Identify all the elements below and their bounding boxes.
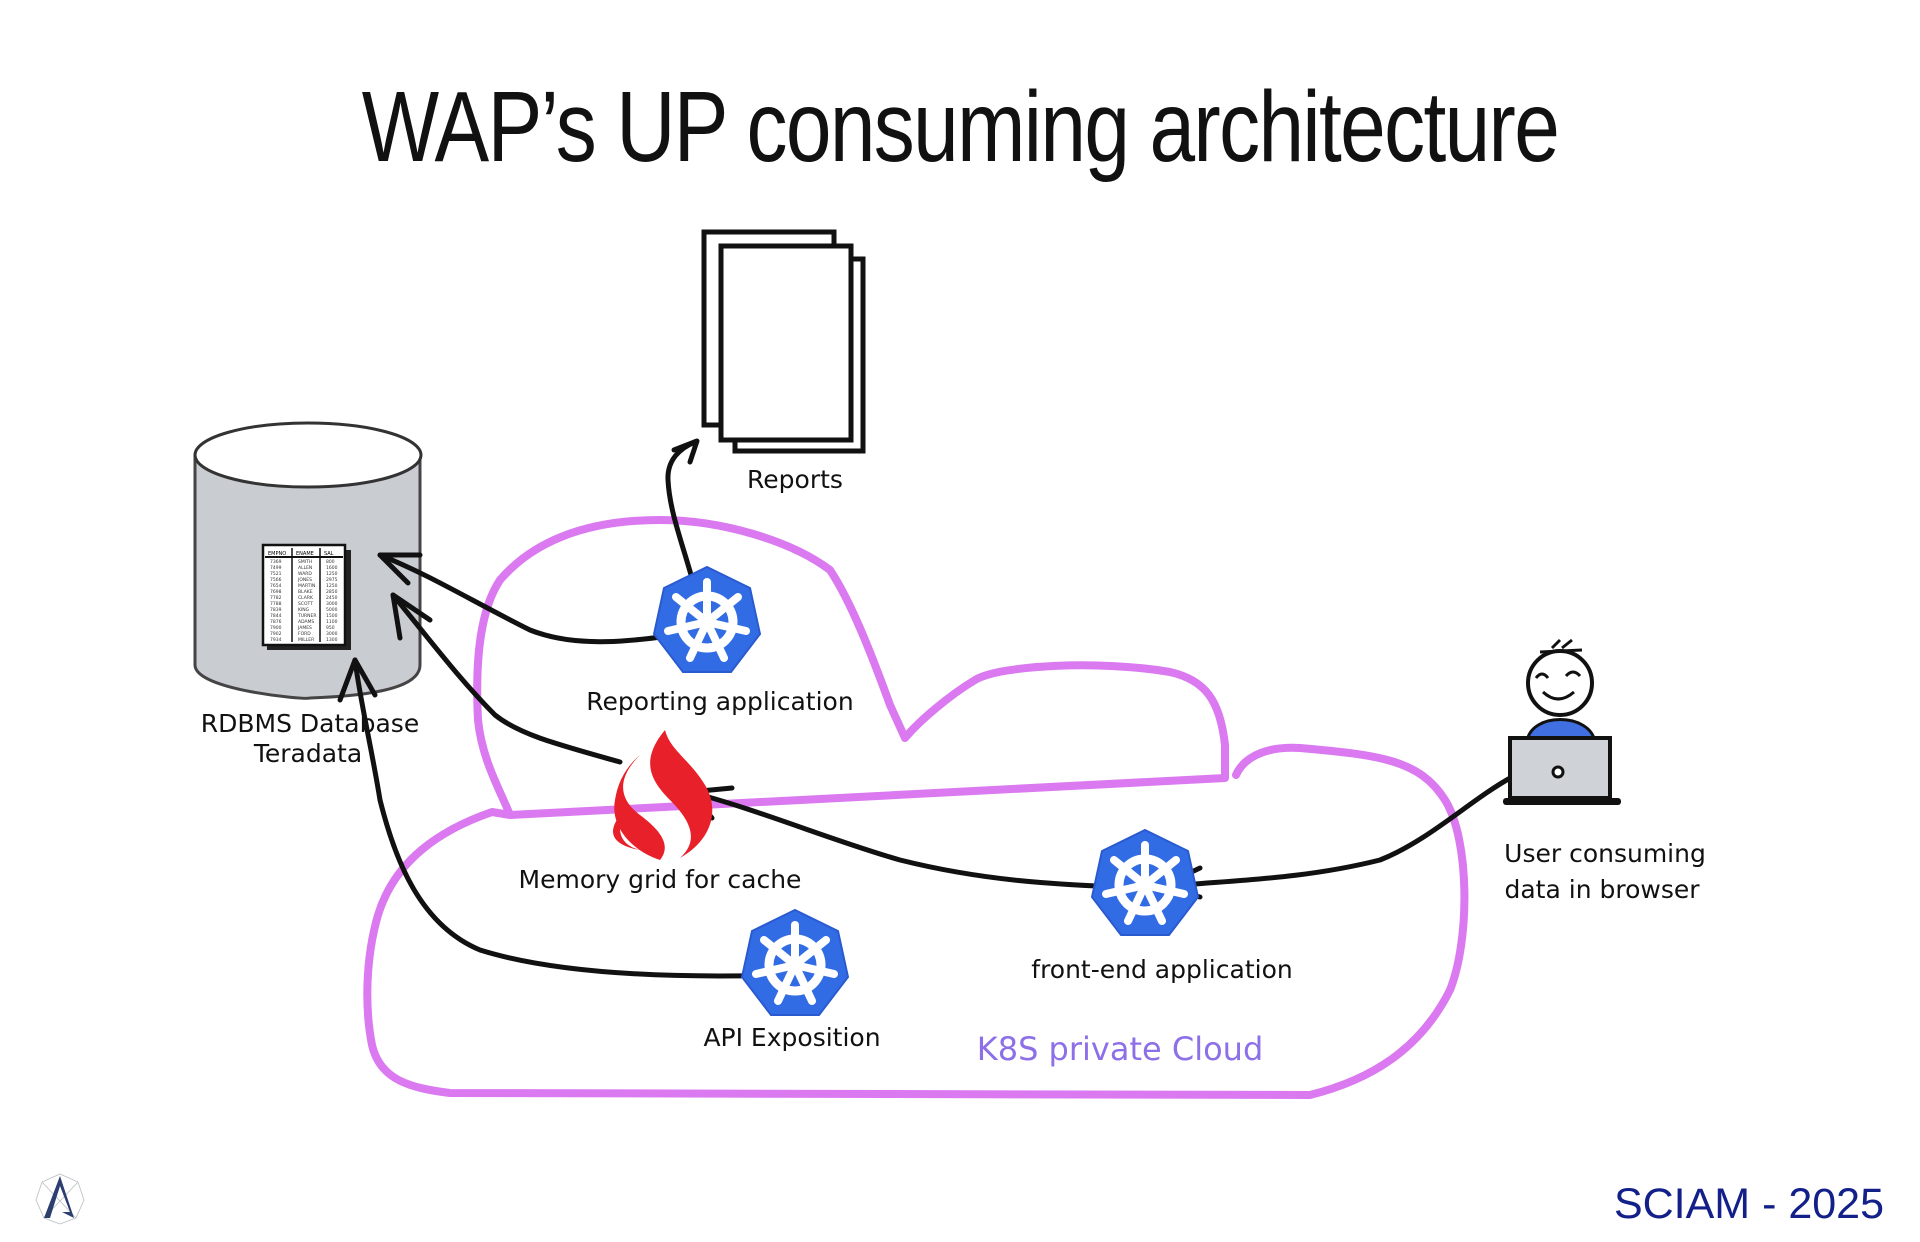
- table-cell: 1500: [326, 613, 338, 619]
- table-cell: 1100: [326, 619, 338, 625]
- user-label: User consuming: [1504, 839, 1706, 868]
- cloud-label: K8S private Cloud: [977, 1030, 1264, 1068]
- table-cell: FORD: [298, 631, 311, 637]
- table-cell: 1600: [326, 565, 338, 571]
- table-header: SAL: [324, 551, 334, 557]
- table-header: EMPNO: [268, 551, 286, 557]
- table-cell: 7902: [270, 631, 282, 637]
- flame-icon: [613, 730, 713, 860]
- table-cell: 7844: [270, 613, 282, 619]
- arrow-head: [671, 438, 700, 465]
- table-cell: 5000: [326, 607, 338, 613]
- table-cell: CLARK: [298, 595, 314, 601]
- table-cell: TURNER: [297, 613, 317, 619]
- table-cell: 7900: [270, 625, 282, 631]
- table-cell: BLAKE: [298, 589, 313, 595]
- table-cell: 7876: [270, 619, 282, 625]
- arrow-head: [337, 657, 378, 703]
- arrow-user-to-frontend: [1157, 774, 1515, 890]
- sciam-logo-icon: [35, 1173, 85, 1225]
- table-cell: 1300: [326, 637, 338, 643]
- table-cell: WARD: [298, 571, 312, 577]
- table-cell: 2850: [326, 589, 338, 595]
- table-cell: 7654: [270, 583, 282, 589]
- table-cell: 7566: [270, 577, 282, 583]
- arrow-head: [390, 592, 433, 641]
- table-cell: JAMES: [297, 625, 312, 631]
- arrow-api-to-database: [352, 657, 785, 979]
- arrow-memory-to-database: [390, 592, 623, 765]
- table-cell: 1250: [326, 571, 338, 577]
- table-cell: 800: [326, 559, 335, 565]
- arrow-reporting-to-database: [377, 552, 701, 645]
- memory-grid-label: Memory grid for cache: [519, 865, 802, 894]
- database-cylinder-icon: EMPNO ENAME SAL 7369 SMITH 800 7499 ALLEN 1600 75…: [193, 421, 423, 700]
- table-cell: 7839: [270, 607, 282, 613]
- table-cell: 2975: [326, 577, 338, 583]
- table-cell: 3000: [326, 631, 338, 637]
- table-header: ENAME: [296, 551, 314, 557]
- table-cell: MILLER: [298, 637, 314, 643]
- table-cell: MARTIN: [298, 583, 315, 589]
- table-cell: 7782: [270, 595, 282, 601]
- database-sublabel: Teradata: [253, 739, 362, 768]
- table-cell: 7788: [270, 601, 282, 607]
- table-cell: 950: [326, 625, 335, 631]
- footer-text: SCIAM - 2025: [1613, 1180, 1884, 1228]
- frontend-label: front-end application: [1031, 955, 1292, 984]
- documents-icon: [701, 229, 866, 454]
- table-cell: 2450: [326, 595, 338, 601]
- reporting-app-label: Reporting application: [586, 687, 853, 716]
- slide-title: WAP’s UP consuming architecture: [361, 71, 1560, 183]
- table-cell: JONES: [297, 577, 312, 583]
- table-cell: SMITH: [298, 559, 312, 565]
- kubernetes-icon-reporting: [654, 567, 760, 672]
- table-cell: 7698: [270, 589, 282, 595]
- api-label: API Exposition: [703, 1023, 880, 1052]
- k8s-cloud-outline: [363, 516, 1469, 1099]
- kubernetes-icon-frontend: [1092, 830, 1198, 935]
- table-cell: KING: [298, 607, 310, 613]
- table-cell: SCOTT: [298, 601, 313, 607]
- user-laptop-icon: [1503, 638, 1621, 805]
- table-cell: ALLEN: [298, 565, 312, 571]
- table-cell: 3000: [326, 601, 338, 607]
- arrow-head: [377, 552, 423, 586]
- table-cell: 7521: [270, 571, 282, 577]
- arrow-frontend-to-memory: [687, 789, 1151, 891]
- table-cell: 7499: [270, 565, 282, 571]
- user-sublabel: data in browser: [1504, 875, 1700, 904]
- reports-label: Reports: [747, 465, 843, 494]
- table-cell: 7934: [270, 637, 282, 643]
- table-cell: 1250: [326, 583, 338, 589]
- table-cell: ADAMS: [298, 619, 314, 625]
- database-table-sheet: EMPNO ENAME SAL 7369 SMITH 800 7499 ALLEN 1600 75…: [265, 548, 343, 643]
- table-cell: 7369: [270, 559, 282, 565]
- kubernetes-icon-api: [742, 910, 848, 1015]
- database-label: RDBMS Database: [201, 709, 419, 738]
